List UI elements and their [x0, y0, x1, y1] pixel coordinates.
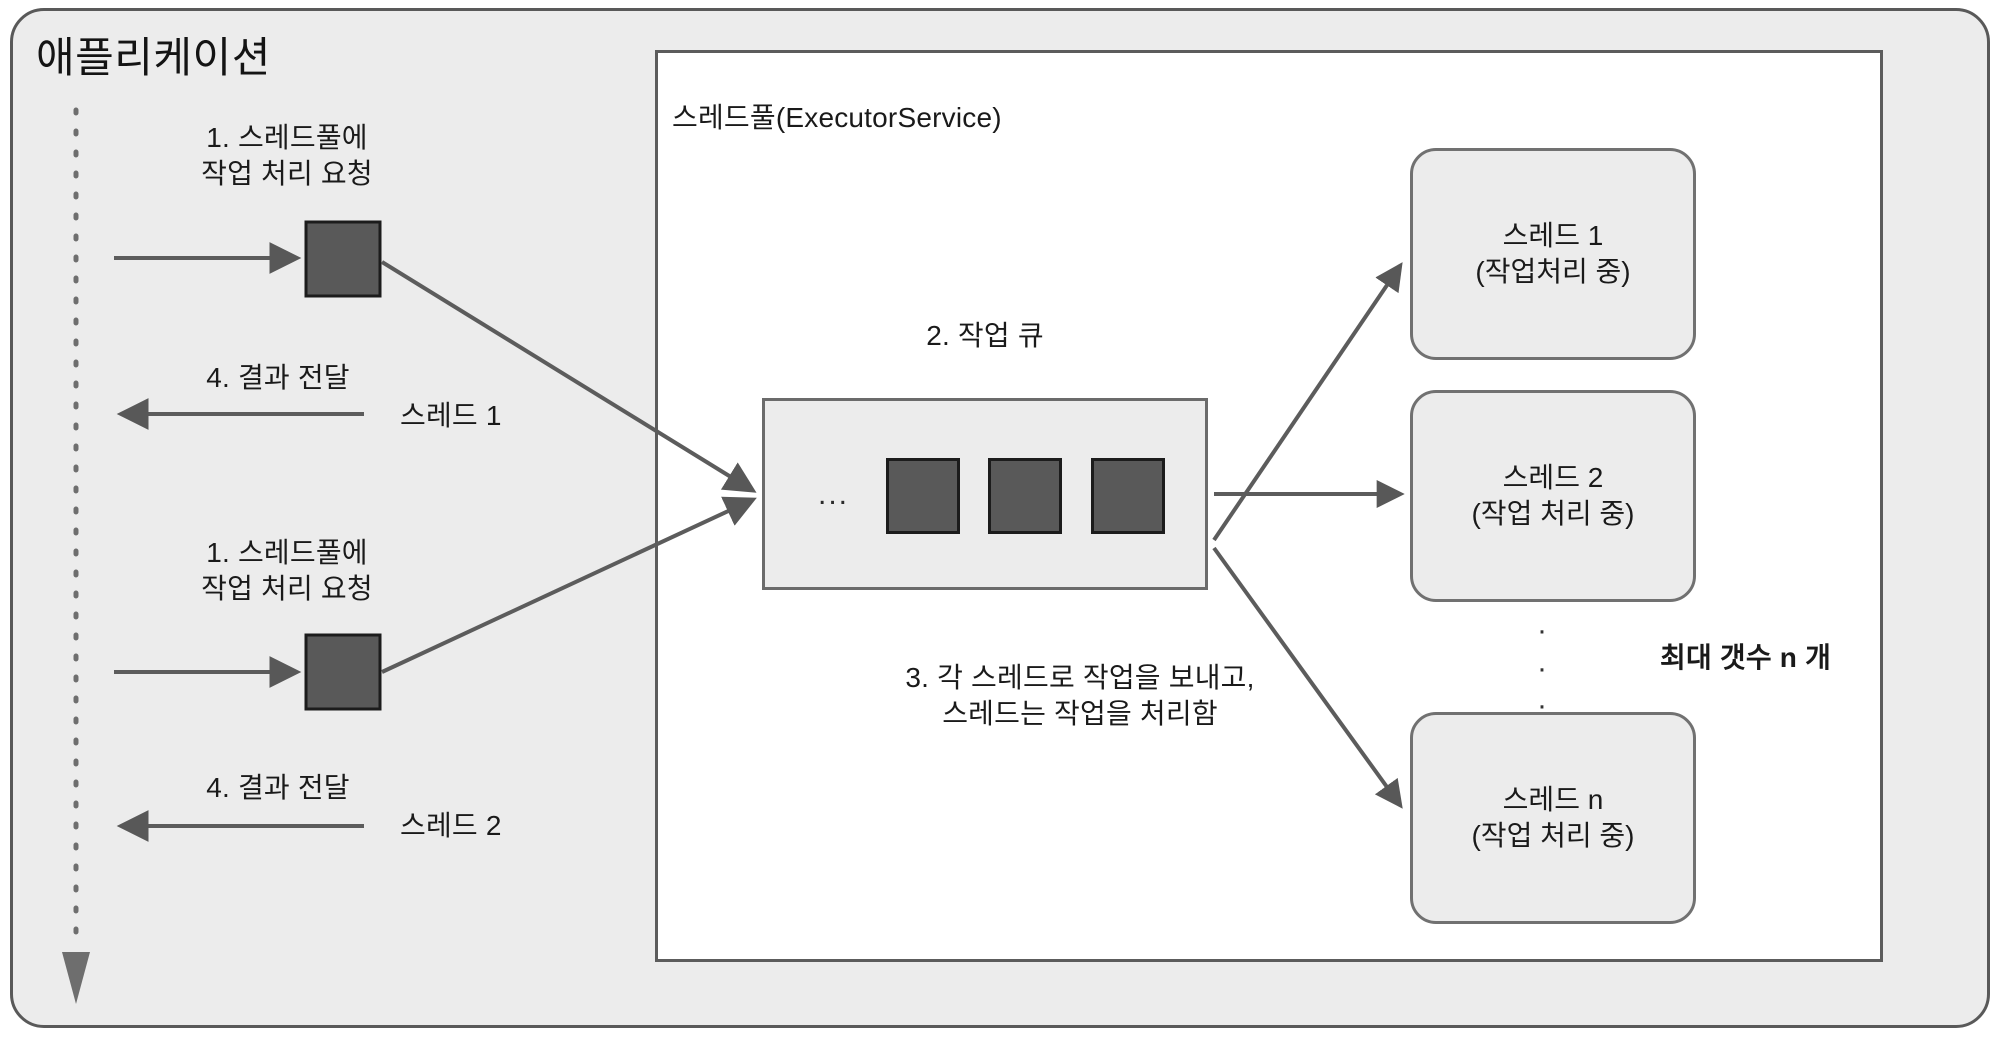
thread-box-1: 스레드 1 (작업처리 중) — [1410, 148, 1696, 360]
thread-2-text: 스레드 2 (작업 처리 중) — [1471, 461, 1635, 529]
thread-1-text: 스레드 1 (작업처리 중) — [1475, 219, 1631, 287]
thread-n-text: 스레드 n (작업 처리 중) — [1471, 783, 1635, 851]
thread-pool-label: 스레드풀(ExecutorService) — [672, 102, 1002, 133]
flow-1-result-label: 4. 결과 전달 — [206, 362, 350, 393]
queue-task-item — [886, 458, 960, 534]
thread-box-2: 스레드 2 (작업 처리 중) — [1410, 390, 1696, 602]
thread-box-n: 스레드 n (작업 처리 중) — [1410, 712, 1696, 924]
queue-to-thread-n-arrow — [1212, 546, 1403, 809]
flow-2-result-thread: 스레드 2 — [400, 810, 502, 841]
max-threads-note: 최대 갯수 n 개 — [1660, 642, 1832, 673]
application-title: 애플리케이션 — [36, 34, 271, 81]
queue-ellipsis: ... — [818, 478, 850, 511]
caller-task-square-1 — [304, 220, 382, 298]
queue-task-item — [988, 458, 1062, 534]
work-queue-label: 2. 작업 큐 — [926, 320, 1044, 351]
flow-1-request-label: 1. 스레드풀에 작업 처리 요청 — [201, 122, 373, 189]
flow-2-result-label: 4. 결과 전달 — [206, 772, 350, 803]
queue-task-item — [1091, 458, 1165, 534]
flow-1-result-thread: 스레드 1 — [400, 400, 502, 431]
dispatch-note: 3. 각 스레드로 작업을 보내고, 스레드는 작업을 처리함 — [905, 662, 1255, 729]
flow-1-submit-arrow — [380, 260, 757, 493]
caller-lifeline-arrowhead — [62, 952, 90, 1004]
caller-task-square-2 — [304, 633, 382, 711]
thread-continuation-dots: · · · — [1537, 614, 1547, 722]
flow-2-submit-arrow — [381, 496, 757, 674]
flow-2-request-label: 1. 스레드풀에 작업 처리 요청 — [201, 537, 373, 604]
queue-to-thread-1-arrow — [1212, 262, 1403, 542]
